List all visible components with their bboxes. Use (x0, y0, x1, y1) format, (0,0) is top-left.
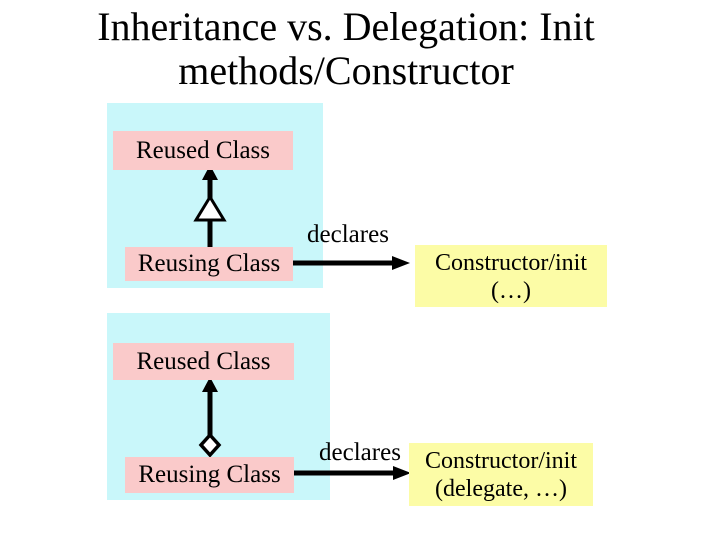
slide-title-line2: methods/Constructor (178, 48, 514, 93)
delegation-reusing-class-box: Reusing Class (125, 457, 294, 493)
delegation-constructor-line1: Constructor/init (425, 448, 577, 474)
inheritance-reused-class-label: Reused Class (135, 137, 271, 164)
delegation-declares-label: declares (319, 439, 401, 466)
delegation-constructor-line2: (delegate, …) (435, 476, 567, 502)
inheritance-constructor-line1: Constructor/init (435, 250, 587, 276)
delegation-reused-class-label: Reused Class (136, 348, 271, 375)
inheritance-reusing-class-box: Reusing Class (125, 247, 293, 281)
slide-title-line1: Inheritance vs. Delegation: Init (97, 4, 595, 49)
hollow-diamond-icon (198, 432, 222, 458)
up-arrowhead-icon (202, 165, 218, 180)
delegation-reused-class-box: Reused Class (113, 343, 294, 380)
right-arrowhead-icon (393, 466, 411, 480)
inheritance-declares-label: declares (307, 221, 389, 248)
right-arrowhead-icon (392, 256, 410, 270)
inheritance-constructor-box: Constructor/init (…) (415, 245, 607, 307)
inheritance-constructor-line2: (…) (491, 278, 531, 304)
inheritance-arrow (193, 165, 227, 249)
inheritance-reused-class-box: Reused Class (113, 131, 293, 170)
slide-title: Inheritance vs. Delegation: Init methods… (0, 5, 692, 93)
up-arrowhead-icon (202, 377, 218, 392)
delegation-reusing-class-label: Reusing Class (138, 461, 281, 488)
hollow-triangle-icon (193, 194, 227, 222)
delegation-declares-arrow (294, 466, 411, 480)
delegation-arrow (198, 377, 222, 458)
inheritance-reusing-class-label: Reusing Class (137, 250, 281, 277)
delegation-constructor-box: Constructor/init (delegate, …) (409, 443, 593, 506)
inheritance-declares-arrow (293, 256, 410, 270)
